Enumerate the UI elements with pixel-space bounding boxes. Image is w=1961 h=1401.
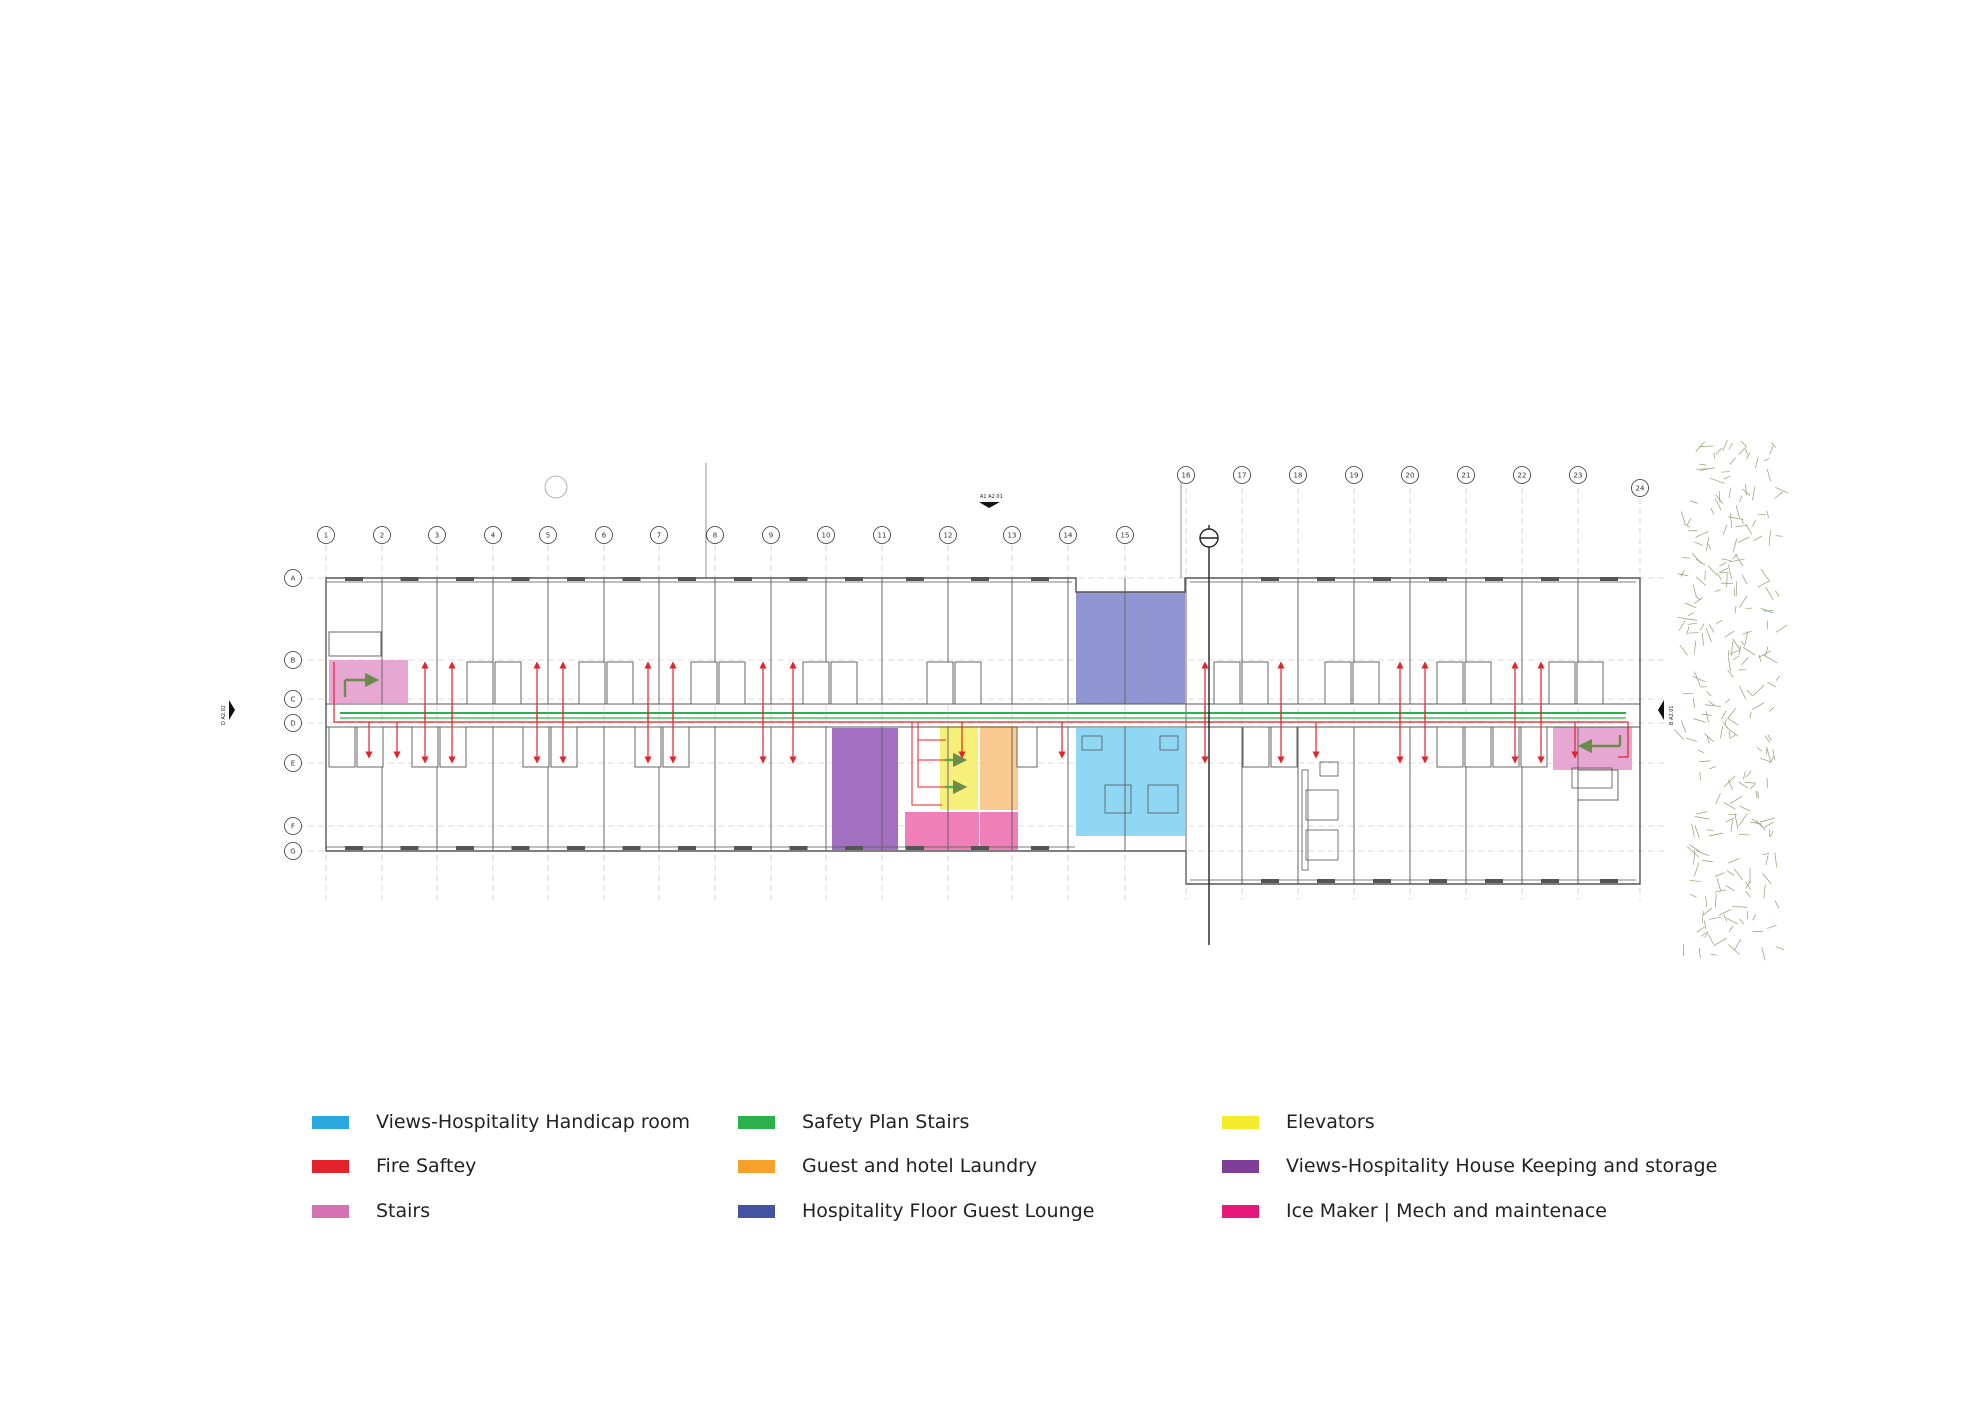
svg-text:17: 17 [1238,472,1247,480]
section-marker-left [229,700,235,720]
svg-text:18: 18 [1294,472,1303,480]
room-partitions [328,578,1579,884]
grid-bubble-row-D: D [284,714,302,732]
grid-bubble-row-A: A [284,569,302,587]
svg-text:24: 24 [1636,485,1645,493]
grid-bubble-col-24: 24 [1631,479,1649,497]
svg-text:C: C [291,696,296,704]
svg-text:1: 1 [324,532,328,540]
svg-text:A1 A2.01: A1 A2.01 [980,494,1003,500]
svg-text:9: 9 [769,532,773,540]
svg-text:4: 4 [491,532,496,540]
grid-bubble-row-E: E [284,754,302,772]
section-marker-top [979,502,1000,508]
grid-bubble-col-20: 20 [1401,466,1419,484]
svg-text:8: 8 [713,532,717,540]
zone-stairs-left [329,660,408,703]
svg-text:7: 7 [657,532,661,540]
zone-housekeeping [832,728,898,850]
grid-bubble-col-5: 5 [539,526,557,544]
svg-text:11: 11 [878,532,887,540]
grid-bubble-col-14: 14 [1059,526,1077,544]
svg-text:15: 15 [1121,532,1130,540]
building-walls [325,577,1641,885]
svg-text:3: 3 [435,532,439,540]
grid-bubble-col-2: 2 [373,526,391,544]
svg-text:6: 6 [602,532,607,540]
svg-text:20: 20 [1406,472,1415,480]
grid-bubble-col-4: 4 [484,526,502,544]
grid-bubble-col-23: 23 [1569,466,1587,484]
egress-routes [333,662,1629,806]
grid-bubble-col-16: 16 [1177,466,1195,484]
grid-bubble-col-8: 8 [706,526,724,544]
zone-mech-left [905,812,979,850]
grid-bubble-row-G: G [284,842,302,860]
north-marker [544,475,568,499]
program-zones [329,592,1632,850]
fire-safety-arrows [365,661,1579,764]
svg-text:2: 2 [380,532,384,540]
grid-bubble-col-19: 19 [1345,466,1363,484]
zone-handicap [1076,728,1185,836]
section-marker-right [1658,700,1664,720]
grid-bubble-col-13: 13 [1003,526,1021,544]
handicap-room-furniture [1081,735,1613,871]
svg-text:22: 22 [1518,472,1527,480]
grid-bubble-row-C: C [284,690,302,708]
zone-guest-lounge [1076,592,1185,704]
svg-text:14: 14 [1064,532,1073,540]
zone-elevators [940,726,978,810]
svg-text:B A2.01: B A2.01 [1669,705,1675,725]
svg-text:D: D [290,720,295,728]
grid-bubble-col-3: 3 [428,526,446,544]
svg-text:23: 23 [1574,472,1583,480]
svg-text:A: A [291,575,296,583]
zone-stairs-right [1553,727,1632,770]
section-cut-line [1199,525,1219,945]
svg-text:10: 10 [822,532,831,540]
svg-text:19: 19 [1350,472,1359,480]
fire-safety-elevator-route [911,722,946,806]
landscape-trees [1674,439,1789,961]
windows [345,577,1618,883]
grid-bubble-col-21: 21 [1457,466,1475,484]
section-markers: A1 A2.01 D A2.02 B A2.01 [221,494,1675,725]
grid-bubble-col-17: 17 [1233,466,1251,484]
svg-text:5: 5 [546,532,550,540]
grid-bubble-col-6: 6 [595,526,613,544]
stair-arrows [343,672,1622,795]
grid-bubble-col-18: 18 [1289,466,1307,484]
svg-text:F: F [291,823,295,831]
grid-bubble-col-7: 7 [650,526,668,544]
svg-text:13: 13 [1008,532,1017,540]
bathroom-pods [328,661,1619,801]
fire-safety-route [333,662,1629,758]
svg-text:D A2.02: D A2.02 [221,705,227,725]
grid-bubble-col-10: 10 [817,526,835,544]
grid-bubble-row-F: F [284,817,302,835]
svg-text:G: G [290,848,295,856]
grid-bubble-col-22: 22 [1513,466,1531,484]
svg-text:21: 21 [1462,472,1471,480]
grid-bubble-col-1: 1 [317,526,335,544]
svg-text:12: 12 [944,532,953,540]
grid-bubble-col-12: 12 [939,526,957,544]
grid-bubble-col-9: 9 [762,526,780,544]
grid-bubble-col-15: 15 [1116,526,1134,544]
grid-bubble-col-11: 11 [873,526,891,544]
svg-text:16: 16 [1182,472,1191,480]
svg-text:E: E [291,760,295,768]
svg-text:B: B [291,657,296,665]
grid-bubble-row-B: B [284,651,302,669]
